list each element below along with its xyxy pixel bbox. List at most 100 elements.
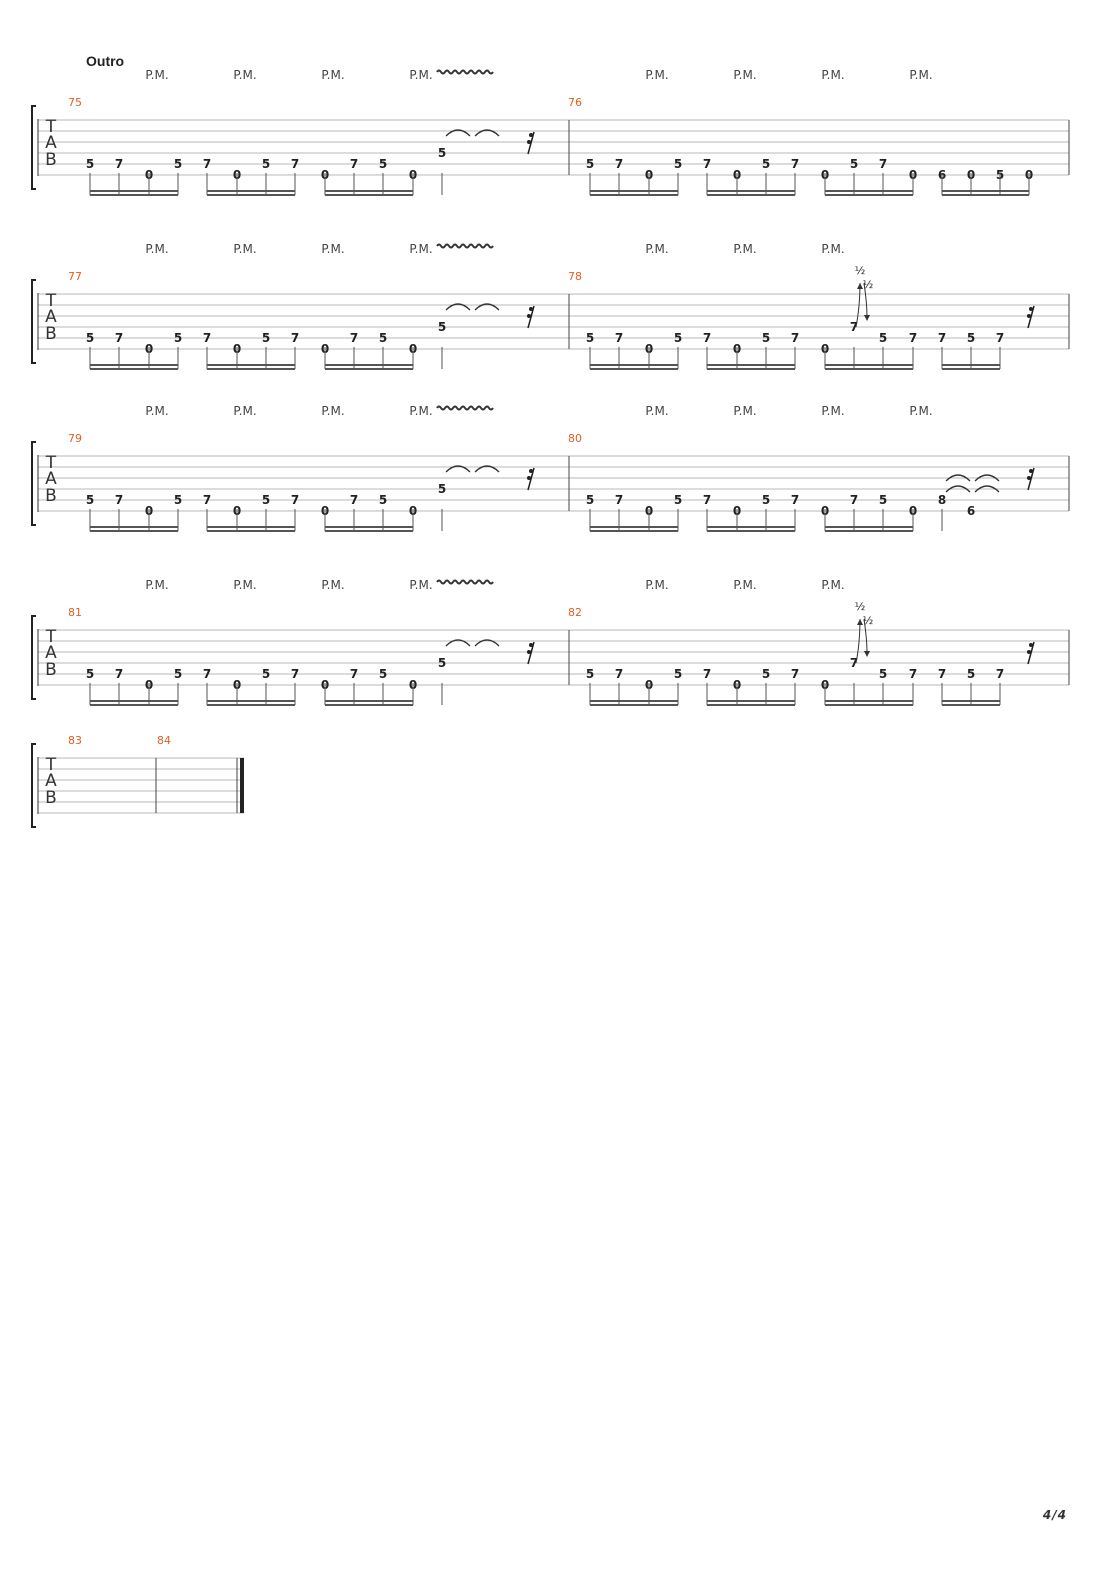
fret-number: 7 (791, 331, 799, 345)
fret-number: 5 (879, 331, 887, 345)
sixteenth-rest (1029, 307, 1033, 311)
palm-mute-label: P.M. (145, 242, 168, 256)
palm-mute-label: P.M. (233, 404, 256, 418)
fret-number: 7 (350, 157, 358, 171)
fret-number: 5 (438, 320, 446, 334)
bend-amount: ½ (855, 264, 866, 277)
release-arrow (863, 618, 868, 654)
palm-mute-label: P.M. (821, 242, 844, 256)
palm-mute-label: P.M. (409, 242, 432, 256)
release-arrowhead (864, 651, 870, 657)
tab-letter-b: B (45, 324, 57, 344)
fret-number: 5 (879, 667, 887, 681)
tab-letter-t: T (45, 117, 57, 137)
tie-arc (474, 129, 500, 137)
measure-number: 78 (568, 270, 582, 283)
sixteenth-rest (527, 650, 531, 654)
sixteenth-rest (527, 305, 535, 329)
fret-number: 7 (291, 493, 299, 507)
system-bracket (31, 441, 36, 526)
release-arrowhead (864, 315, 870, 321)
fret-number: 5 (586, 493, 594, 507)
tie-arc (945, 474, 971, 482)
fret-number: 5 (438, 656, 446, 670)
fret-number: 7 (350, 667, 358, 681)
fret-number: 5 (762, 493, 770, 507)
section-label: Outro (86, 53, 125, 69)
tab-letter-b: B (45, 660, 57, 680)
fret-number: 5 (674, 667, 682, 681)
palm-mute-label: P.M. (645, 578, 668, 592)
palm-mute-label: P.M. (733, 578, 756, 592)
palm-mute-label: P.M. (233, 68, 256, 82)
page-number: 4/4 (1042, 1508, 1067, 1522)
fret-number: 7 (791, 157, 799, 171)
fret-number: 5 (379, 157, 387, 171)
tie-arc (474, 465, 500, 473)
bend-arrowhead (857, 283, 863, 289)
system-bracket (31, 615, 36, 700)
tie-arc (474, 303, 500, 311)
vibrato-line (436, 243, 494, 249)
fret-number: 5 (262, 157, 270, 171)
palm-mute-label: P.M. (145, 404, 168, 418)
palm-mute-label: P.M. (733, 404, 756, 418)
palm-mute-label: P.M. (409, 68, 432, 82)
palm-mute-label: P.M. (733, 68, 756, 82)
palm-mute-label: P.M. (409, 404, 432, 418)
fret-number: 5 (674, 331, 682, 345)
measure-number: 75 (68, 96, 82, 109)
fret-number: 7 (291, 157, 299, 171)
fret-number: 6 (967, 504, 975, 518)
fret-number: 7 (115, 493, 123, 507)
fret-number: 5 (379, 331, 387, 345)
vibrato-line (436, 579, 494, 585)
tab-letter-a: A (45, 133, 57, 153)
sixteenth-rest (527, 476, 531, 480)
fret-number: 7 (350, 493, 358, 507)
sixteenth-rest (1027, 650, 1031, 654)
fret-number: 8 (938, 493, 946, 507)
fret-number: 7 (909, 667, 917, 681)
fret-number: 5 (674, 157, 682, 171)
fret-number: 5 (86, 157, 94, 171)
sixteenth-rest (1027, 467, 1035, 491)
fret-number: 5 (262, 667, 270, 681)
palm-mute-label: P.M. (321, 404, 344, 418)
sixteenth-rest (1027, 641, 1035, 665)
tab-letter-t: T (45, 453, 57, 473)
fret-number: 5 (174, 331, 182, 345)
sixteenth-rest (527, 131, 535, 155)
tie-arc (945, 485, 971, 493)
fret-number: 5 (86, 667, 94, 681)
fret-number: 5 (967, 331, 975, 345)
measure-number: 77 (68, 270, 82, 283)
sixteenth-rest (1027, 314, 1031, 318)
final-barline (240, 758, 244, 813)
fret-number: 7 (615, 331, 623, 345)
fret-number: 7 (938, 331, 946, 345)
sixteenth-rest (1027, 305, 1035, 329)
sixteenth-rest (1029, 469, 1033, 473)
fret-number: 7 (938, 667, 946, 681)
palm-mute-label: P.M. (321, 578, 344, 592)
fret-number: 5 (967, 667, 975, 681)
palm-mute-label: P.M. (733, 242, 756, 256)
fret-number: 5 (379, 667, 387, 681)
measure-number: 79 (68, 432, 82, 445)
fret-number: 7 (703, 157, 711, 171)
fret-number: 7 (703, 667, 711, 681)
fret-number: 7 (996, 331, 1004, 345)
fret-number: 7 (850, 320, 858, 334)
fret-number: 7 (703, 331, 711, 345)
fret-number: 7 (791, 493, 799, 507)
palm-mute-label: P.M. (821, 404, 844, 418)
fret-number: 5 (86, 331, 94, 345)
